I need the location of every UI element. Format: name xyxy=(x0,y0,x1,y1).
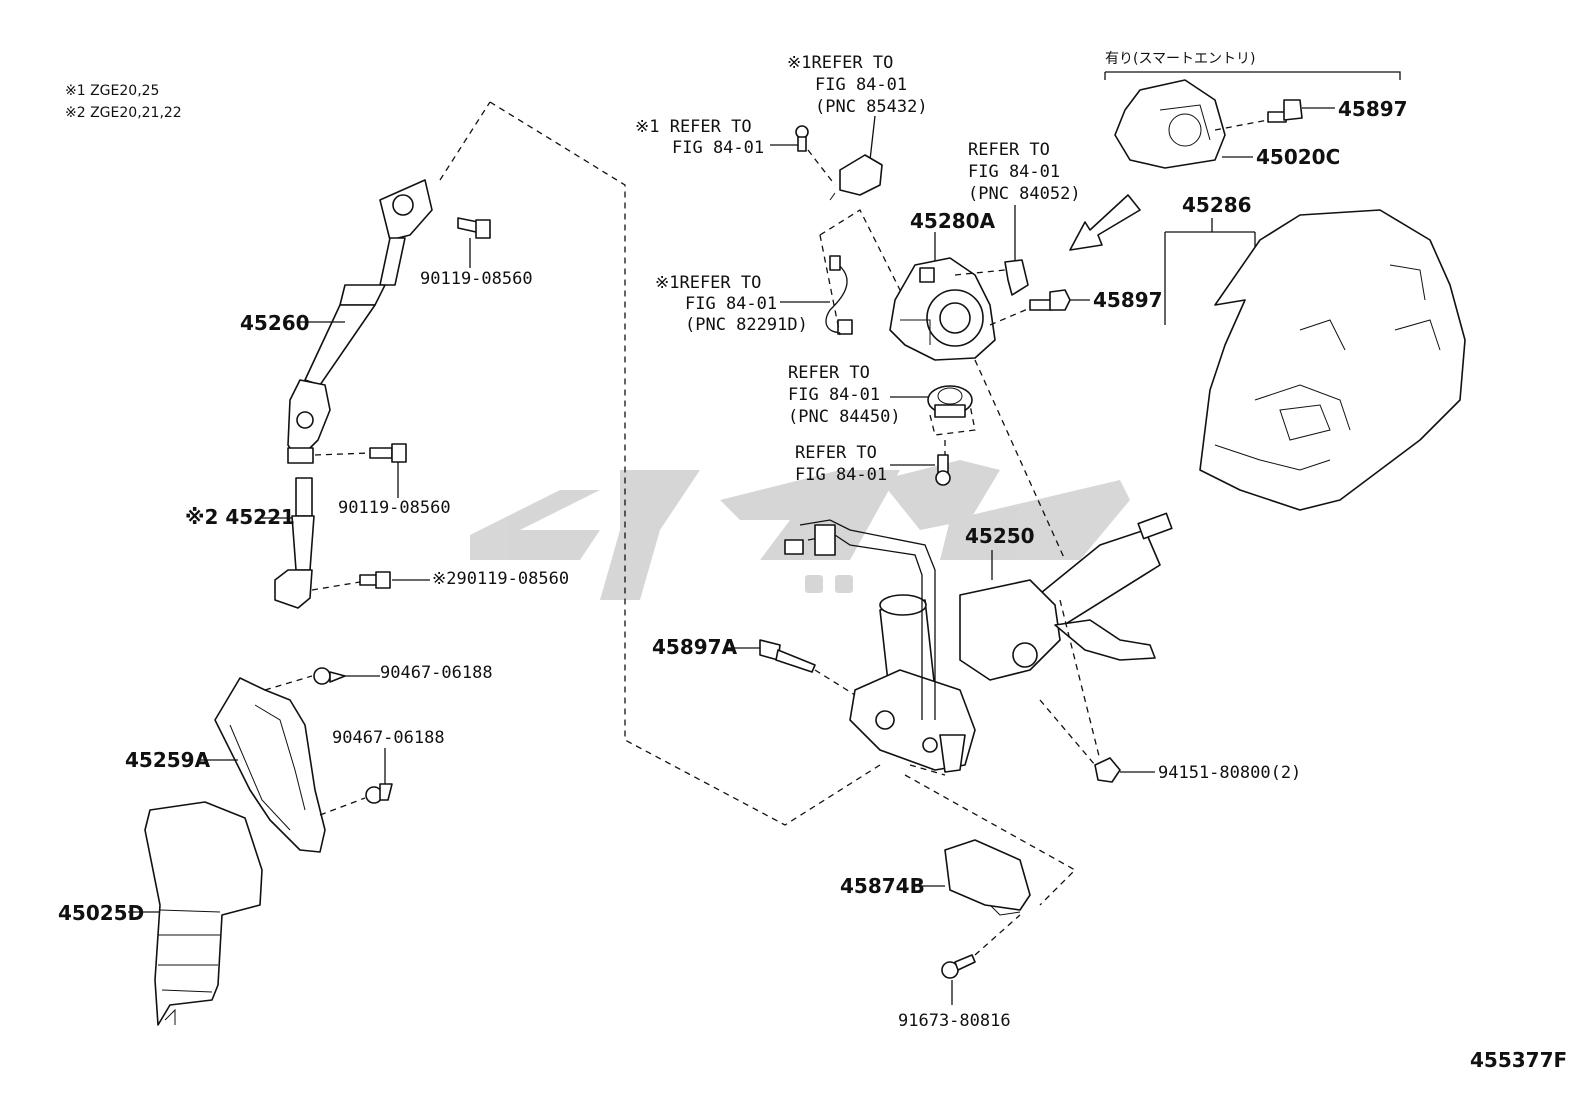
screw-45897-mid xyxy=(1029,289,1071,311)
bolt-90119-c xyxy=(359,571,391,589)
svg-text:REFER TO: REFER TO xyxy=(788,363,870,383)
label-45020C: 45020C xyxy=(1256,145,1340,169)
clip-90467-a xyxy=(313,667,346,685)
svg-text:※1REFER TO: ※1REFER TO xyxy=(655,273,761,293)
svg-text:FIG 84-01: FIG 84-01 xyxy=(968,162,1060,182)
steering-column-45250 xyxy=(784,512,1173,773)
label-45897-mid: 45897 xyxy=(1093,288,1163,312)
bolt-90119-b xyxy=(369,443,407,463)
svg-text:FIG 84-01: FIG 84-01 xyxy=(672,138,764,158)
label-90119-c: ※290119-08560 xyxy=(432,569,569,589)
label-90467-b: 90467-06188 xyxy=(332,728,445,748)
ref-84052: REFER TO FIG 84-01 (PNC 84052) xyxy=(968,140,1081,204)
ref-82291D: ※1REFER TO FIG 84-01 (PNC 82291D) xyxy=(655,273,808,335)
svg-text:FIG 84-01: FIG 84-01 xyxy=(795,465,887,485)
ref-84450: REFER TO FIG 84-01 (PNC 84450) xyxy=(788,363,901,427)
screw-45897-top xyxy=(1267,99,1303,123)
intermediate-shaft-part xyxy=(287,179,433,464)
svg-text:REFER TO: REFER TO xyxy=(968,140,1050,160)
label-45260: 45260 xyxy=(240,311,310,335)
clip-90467-b xyxy=(365,783,393,804)
svg-text:(PNC 85432): (PNC 85432) xyxy=(815,97,928,117)
label-45897-top: 45897 xyxy=(1338,97,1408,121)
label-90119-a: 90119-08560 xyxy=(420,269,533,289)
label-90119-b: 90119-08560 xyxy=(338,498,451,518)
sensor-84052-part xyxy=(1004,259,1029,296)
bracket-45874b xyxy=(944,839,1031,916)
svg-text:(PNC 84450): (PNC 84450) xyxy=(788,407,901,427)
svg-text:(PNC 84052): (PNC 84052) xyxy=(968,184,1081,204)
svg-text:FIG 84-01: FIG 84-01 xyxy=(788,385,880,405)
figure-id: 455377F xyxy=(1470,1048,1567,1072)
smart-entry-label: 有り(スマートエントリ) xyxy=(1105,51,1256,67)
note-2: ※2 ZGE20,21,22 xyxy=(65,105,182,121)
direction-arrow xyxy=(1069,194,1141,251)
ref-left-84-01: ※1 REFER TO FIG 84-01 xyxy=(635,117,764,158)
label-45280A: 45280A xyxy=(910,209,996,233)
label-94151: 94151-80800(2) xyxy=(1158,763,1301,783)
label-45897A: 45897A xyxy=(652,635,738,659)
column-cover-45259a xyxy=(214,677,326,853)
label-91673: 91673-80816 xyxy=(898,1011,1011,1031)
svg-text:FIG 84-01: FIG 84-01 xyxy=(685,294,777,314)
switch-84450-part xyxy=(927,385,973,418)
column-boot-45025d xyxy=(144,801,263,1026)
label-45286: 45286 xyxy=(1182,193,1252,217)
ref-85432: ※1REFER TO FIG 84-01 (PNC 85432) xyxy=(787,53,928,117)
label-45221: ※2 45221 xyxy=(185,505,295,529)
ref-plain-84-01: REFER TO FIG 84-01 xyxy=(795,443,887,485)
label-45259A: 45259A xyxy=(125,748,211,772)
label-45250: 45250 xyxy=(965,524,1035,548)
wire-harness-82291d xyxy=(825,255,853,335)
assembly-dashed-outline xyxy=(489,101,881,826)
note-1: ※1 ZGE20,25 xyxy=(65,83,159,99)
label-45874B: 45874B xyxy=(840,874,925,898)
steering-lock-45280a xyxy=(889,257,996,361)
column-cover-45286 xyxy=(1199,209,1466,511)
svg-text:(PNC 82291D): (PNC 82291D) xyxy=(685,315,808,335)
screw-91673 xyxy=(941,954,976,979)
svg-text:※1 REFER TO: ※1 REFER TO xyxy=(635,117,752,137)
svg-text:※1REFER TO: ※1REFER TO xyxy=(787,53,893,73)
ignition-switch-45020c xyxy=(1114,79,1226,169)
svg-text:FIG 84-01: FIG 84-01 xyxy=(815,75,907,95)
bolt-90119-a xyxy=(457,217,491,239)
label-45025D: 45025D xyxy=(58,901,144,925)
shaft-45221-part xyxy=(274,477,315,609)
nut-94151 xyxy=(1094,757,1121,783)
screw-ref-left xyxy=(795,125,809,152)
bolt-45897a xyxy=(759,639,816,673)
sensor-85432-part xyxy=(829,154,883,201)
svg-text:REFER TO: REFER TO xyxy=(795,443,877,463)
screw-ref-plain xyxy=(935,454,951,486)
label-90467-a: 90467-06188 xyxy=(380,663,493,683)
